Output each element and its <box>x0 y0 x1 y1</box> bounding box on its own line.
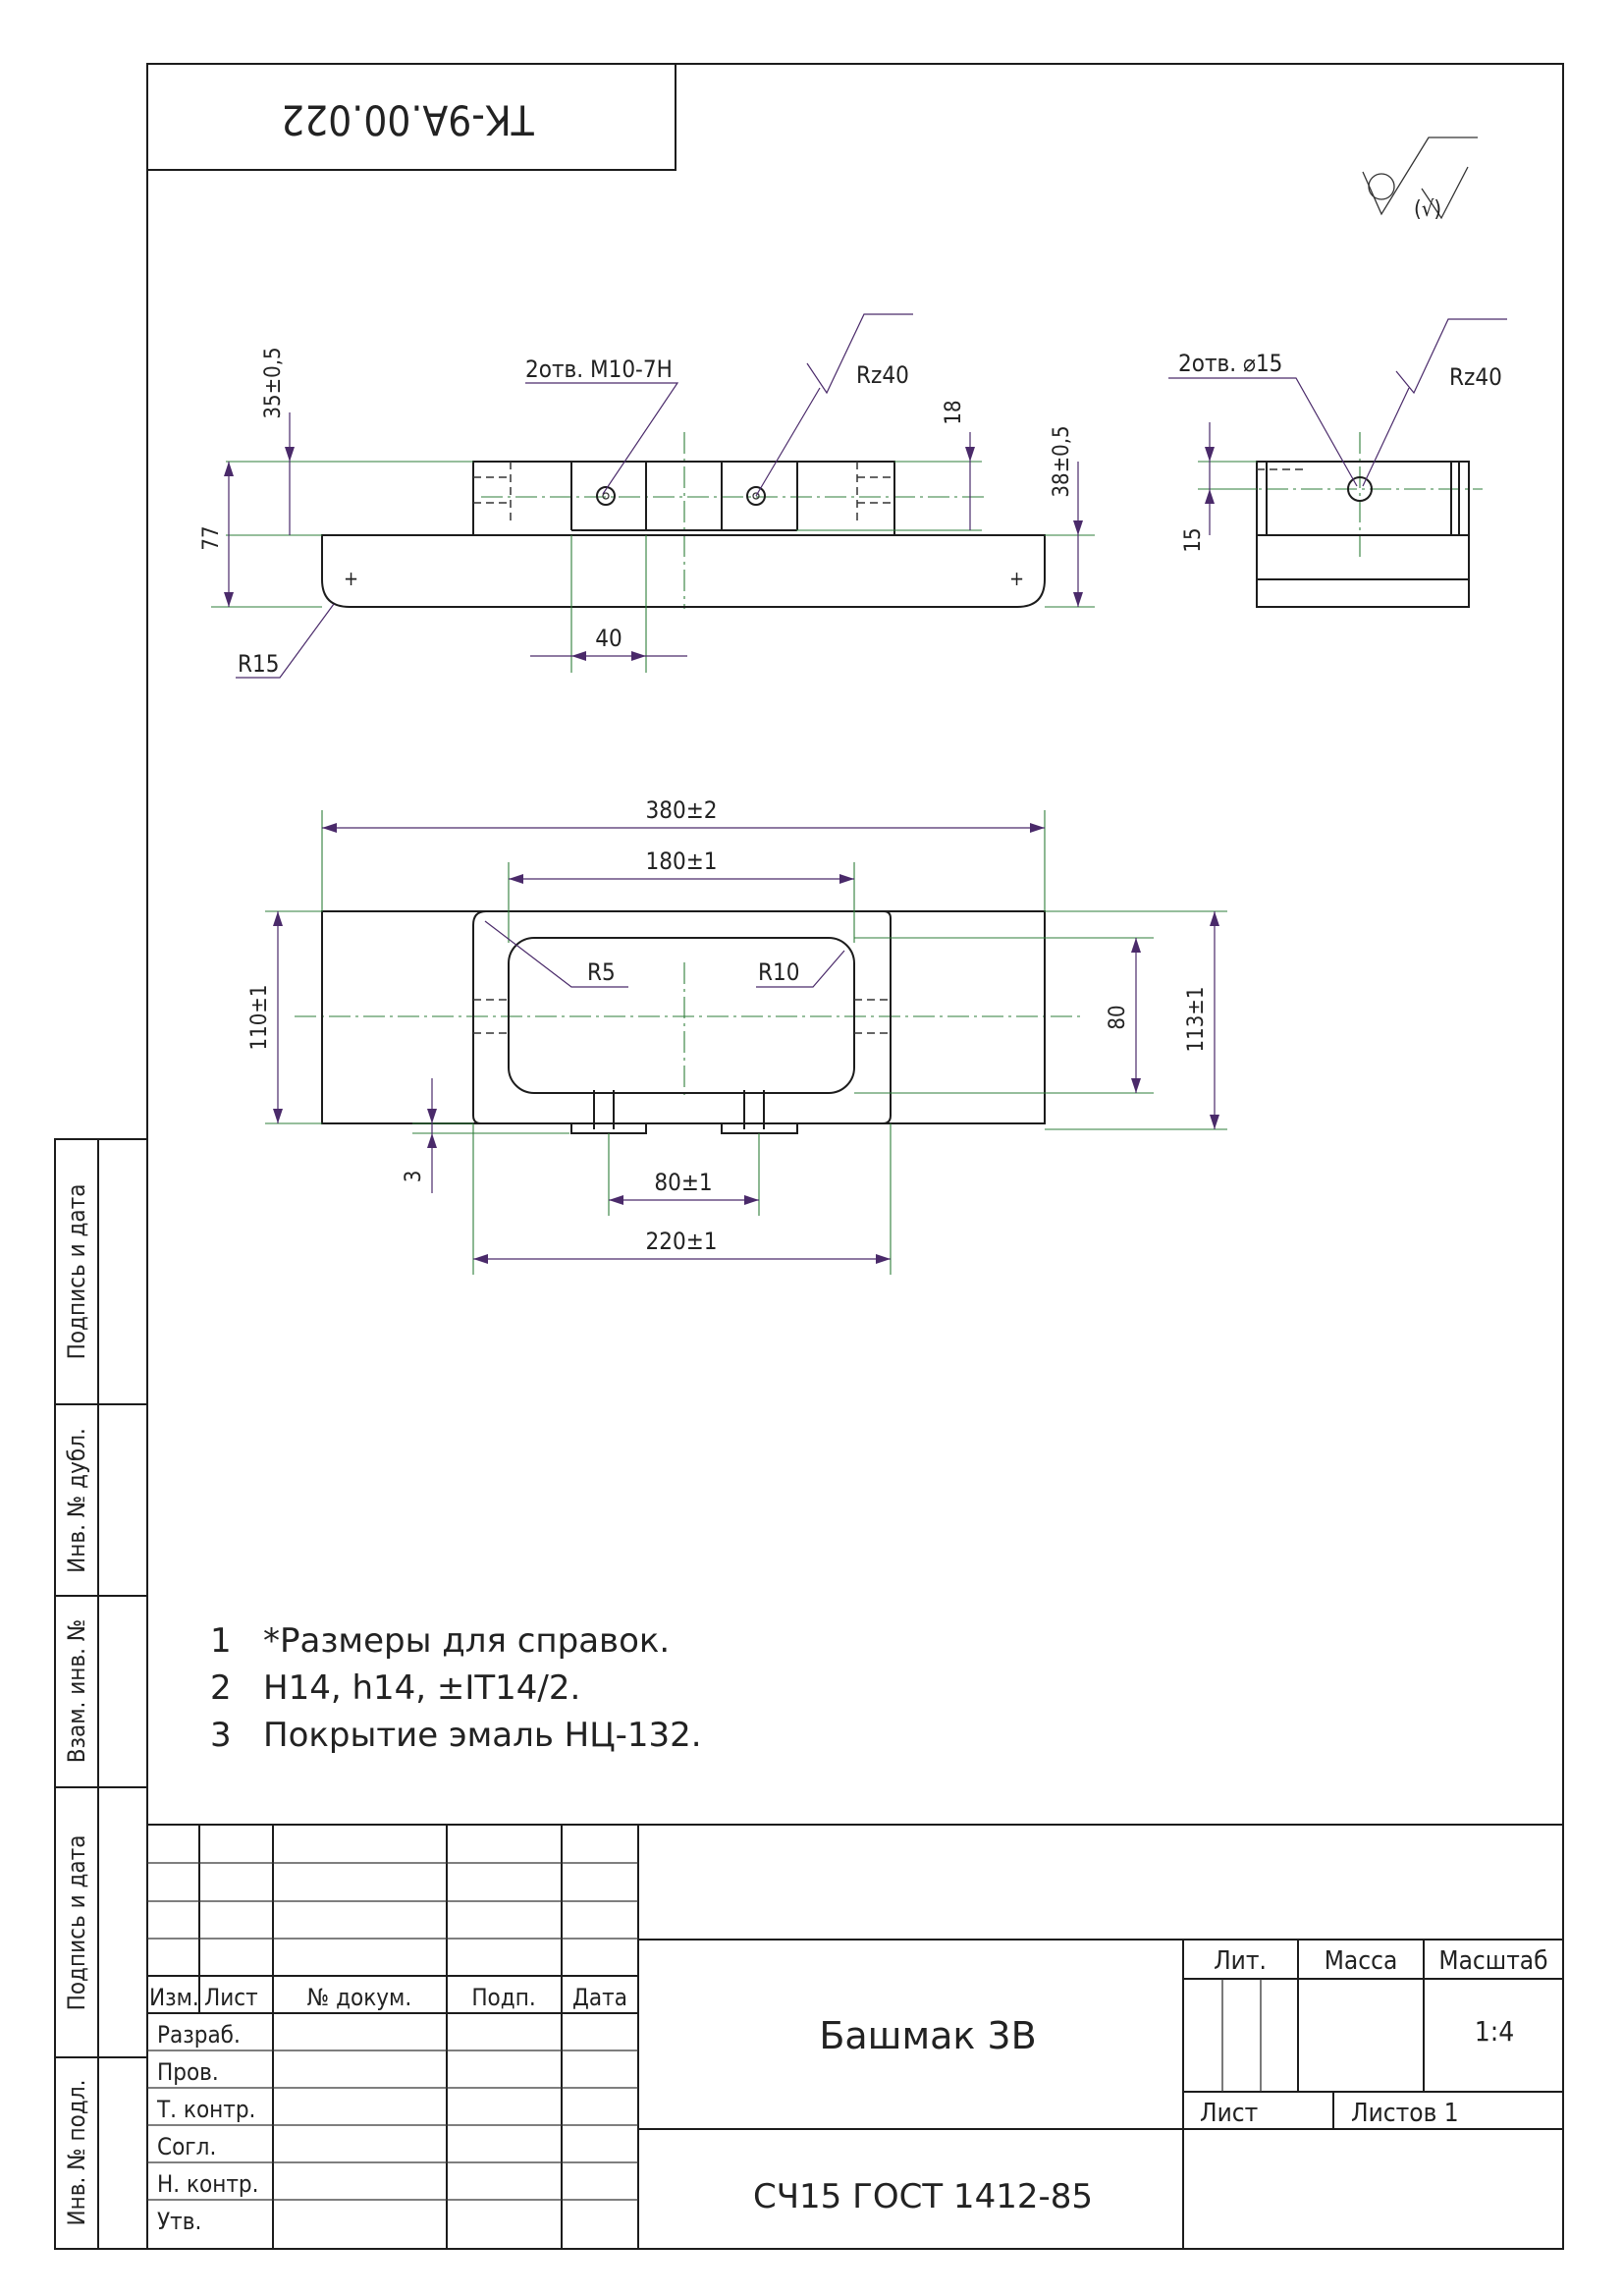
note-3-text: Покрытие эмаль НЦ-132. <box>263 1716 702 1755</box>
tb-col-podp: Подп. <box>471 1984 535 2011</box>
radius-r15: R15 <box>238 650 279 678</box>
radius-r10: R10 <box>758 958 799 986</box>
sheet-label: Лист <box>1200 2099 1258 2128</box>
title-block: Изм. Лист № докум. Подп. Дата Разраб. Пр… <box>147 1824 1563 2249</box>
tb-row-tkontr: Т. контр. <box>156 2096 255 2123</box>
note-2-text: Н14, h14, ±IT14/2. <box>263 1668 580 1708</box>
dim-113: 113±1 <box>1184 987 1209 1053</box>
technical-notes: 1 *Размеры для справок. 2 Н14, h14, ±IT1… <box>210 1621 702 1755</box>
dim-35: 35±0,5 <box>261 347 286 418</box>
side-hole <box>1347 476 1373 502</box>
mass-label: Масса <box>1325 1946 1398 1976</box>
dim-380: 380±2 <box>645 796 717 824</box>
svg-text:+: + <box>344 567 358 590</box>
note-3-num: 3 <box>210 1716 232 1755</box>
dim-38: 38±0,5 <box>1050 425 1074 497</box>
sheet-frame <box>146 63 1564 2250</box>
doc-code-box <box>146 63 676 171</box>
tb-row-razrab: Разраб. <box>157 2021 241 2049</box>
dim-220: 220±1 <box>645 1228 717 1255</box>
side-strip: Инв. № подл. Подпись и дата Взам. инв. №… <box>54 1138 148 2250</box>
side-roughness: Rz40 <box>1449 363 1502 391</box>
note-1-text: *Размеры для справок. <box>263 1621 670 1661</box>
top-view-outline <box>321 910 1046 1124</box>
part-name: Башмак 3В <box>819 2014 1036 2057</box>
tb-col-dokum: № докум. <box>307 1984 411 2011</box>
threaded-hole-left <box>596 486 616 506</box>
scale-value: 1:4 <box>1475 2015 1515 2048</box>
dim-18: 18 <box>942 400 966 424</box>
tb-row-nkontr: Н. контр. <box>157 2170 258 2198</box>
tb-row-utv: Утв. <box>157 2208 201 2235</box>
side-hole-callout: 2отв. ⌀15 <box>1178 350 1282 377</box>
front-hole-callout: 2отв. М10-7Н <box>525 355 673 383</box>
sheets-label: Листов 1 <box>1351 2099 1459 2128</box>
tb-row-sogl: Согл. <box>157 2133 216 2160</box>
tb-col-data: Дата <box>572 1984 627 2011</box>
side-col-dubl: Инв. № дубл. <box>63 1428 90 1573</box>
front-roughness: Rz40 <box>856 361 909 389</box>
side-view: 2отв. ⌀15 Rz40 15 <box>1168 318 1507 608</box>
top-view: 380±2 180±1 R5 R10 110±1 80 113±1 <box>247 796 1227 1275</box>
side-col-vzam: Взам. инв. № <box>63 1619 90 1764</box>
radius-r5: R5 <box>587 958 616 986</box>
dim-15: 15 <box>1181 527 1206 552</box>
top-view-pocket <box>508 937 855 1094</box>
dim-77: 77 <box>199 525 224 550</box>
tb-col-list: Лист <box>204 1984 258 2011</box>
side-col-podpis-1: Подпись и дата <box>63 1835 90 2011</box>
side-col-inv-podl: Инв. № подл. <box>63 2080 90 2226</box>
doc-code: ТК-9А.00.022 <box>281 96 535 144</box>
dim-110: 110±1 <box>247 985 272 1051</box>
tb-col-izm: Изм. <box>149 1984 199 2011</box>
general-roughness-text: (√) <box>1414 197 1441 222</box>
scale-label: Масштаб <box>1438 1946 1547 1976</box>
side-col-podpis-2: Подпись и дата <box>63 1184 90 1360</box>
front-view: 2отв. М10-7Н Rz40 35±0,5 77 18 38±0,5 <box>199 313 1095 679</box>
material: СЧ15 ГОСТ 1412-85 <box>753 2177 1093 2216</box>
dim-180: 180±1 <box>645 847 717 875</box>
general-roughness-mark: (√) <box>1362 137 1478 222</box>
threaded-hole-right <box>746 486 766 506</box>
note-1-num: 1 <box>210 1621 232 1661</box>
top-view-boss <box>472 910 892 1124</box>
note-2-num: 2 <box>210 1668 232 1708</box>
dim-3: 3 <box>402 1171 426 1183</box>
tb-row-prov: Пров. <box>157 2058 219 2086</box>
dim-40: 40 <box>595 625 622 652</box>
lit-label: Лит. <box>1214 1946 1267 1976</box>
dim-80-vertical: 80 <box>1106 1005 1130 1029</box>
svg-text:+: + <box>1009 567 1024 590</box>
front-view-outline <box>321 461 1046 608</box>
dim-80-horizontal: 80±1 <box>654 1169 712 1196</box>
